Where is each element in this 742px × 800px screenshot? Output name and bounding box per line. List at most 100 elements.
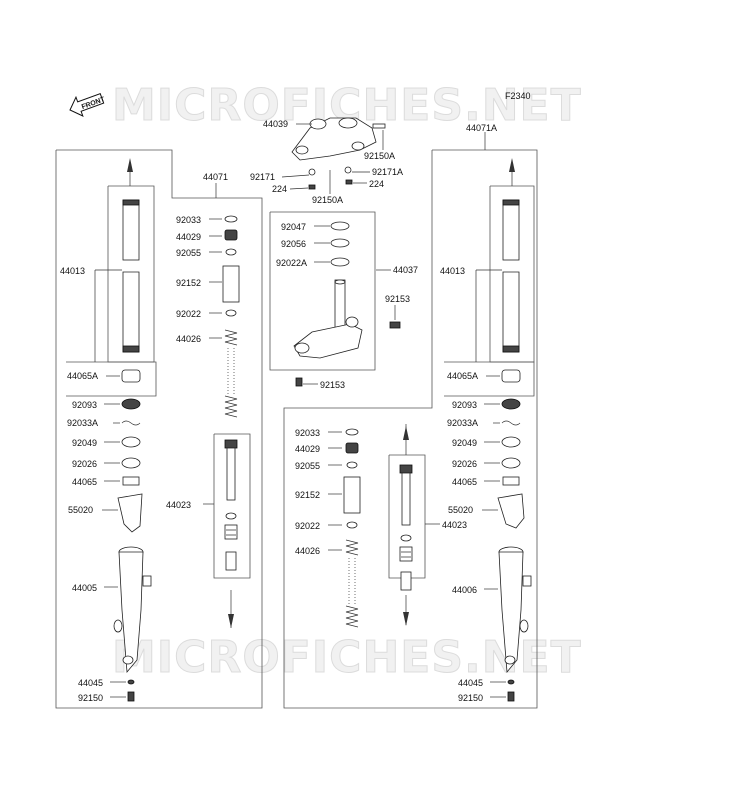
right-cylinder-part (399, 464, 413, 591)
label-l-92033: 92033 (176, 215, 201, 225)
left-clip-part (121, 420, 141, 426)
right-guard-part (497, 493, 525, 529)
right-inner-tube-part (502, 199, 520, 353)
nut-part (308, 184, 316, 190)
left-cylinder-part (224, 439, 238, 571)
stem-cap-part (330, 238, 350, 248)
label-l-44013: 44013 (60, 266, 85, 276)
left-spacer-part (222, 265, 240, 303)
watermark-bottom: MICROFICHES.NET (112, 632, 582, 683)
label-r-44026: 44026 (295, 546, 320, 556)
label-r-92033A: 92033A (447, 418, 478, 428)
label-l-92049: 92049 (72, 438, 97, 448)
label-l-92033A: 92033A (67, 418, 98, 428)
right-cap-part (345, 442, 359, 454)
label-r-92026: 92026 (452, 459, 477, 469)
figure-code: F2340 (505, 91, 531, 101)
label-92153-a: 92153 (385, 294, 410, 304)
left-oilseal-part (121, 436, 141, 448)
label-r-92152: 92152 (295, 490, 320, 500)
right-ring-part (346, 461, 358, 469)
label-r-44045: 44045 (458, 678, 483, 688)
label-l-44029: 44029 (176, 232, 201, 242)
left-gasket-part (127, 679, 135, 685)
label-l-92093: 92093 (72, 400, 97, 410)
left-cap-part (224, 229, 238, 241)
label-92150A-bottom: 92150A (312, 195, 343, 205)
stem-bolt-a-part (389, 321, 401, 329)
label-44071A: 44071A (466, 123, 497, 133)
bolt-part (372, 123, 386, 129)
top-clamp-part (291, 117, 377, 161)
right-spacer-part (343, 476, 361, 514)
label-r-92022: 92022 (295, 521, 320, 531)
label-r-44065A: 44065A (447, 371, 478, 381)
right-oilseal-part (501, 436, 521, 448)
label-44037: 44037 (393, 265, 418, 275)
watermark-top: MICROFICHES.NET (112, 80, 582, 131)
label-r-44006: 44006 (452, 585, 477, 595)
label-92171A: 92171A (372, 167, 403, 177)
label-r-44013: 44013 (440, 266, 465, 276)
label-92056: 92056 (281, 239, 306, 249)
left-outer-tube-part (113, 546, 152, 674)
stem-bolt-b-part (295, 377, 303, 387)
label-92171: 92171 (250, 172, 275, 182)
label-l-92150: 92150 (78, 693, 103, 703)
label-224-a: 224 (272, 184, 287, 194)
washer-part (308, 168, 316, 176)
right-clip-part (501, 420, 521, 426)
right-washer2-part (346, 521, 358, 529)
left-bush-part (122, 476, 140, 486)
stem-washer-part (330, 257, 350, 267)
label-224-b: 224 (369, 179, 384, 189)
label-l-44023: 44023 (166, 500, 191, 510)
steering-stem-part (293, 279, 363, 359)
label-44071: 44071 (203, 172, 228, 182)
label-92150A-top: 92150A (364, 151, 395, 161)
left-seal-part (121, 398, 141, 410)
right-seal-part (501, 398, 521, 410)
label-92022A: 92022A (276, 258, 307, 268)
label-l-44005: 44005 (72, 583, 97, 593)
right-bush-part (502, 476, 520, 486)
label-r-44023: 44023 (442, 520, 467, 530)
label-l-44026: 44026 (176, 334, 201, 344)
label-l-92055: 92055 (176, 248, 201, 258)
right-gasket-part (507, 679, 515, 685)
front-arrow-icon: FRONT (69, 93, 106, 117)
right-oring-part (345, 428, 359, 436)
left-bolt-part (127, 691, 135, 702)
label-r-92049: 92049 (452, 438, 477, 448)
right-guide-part (501, 369, 521, 383)
left-inner-tube-part (122, 199, 140, 353)
label-44039: 44039 (263, 119, 288, 129)
left-ring-part (225, 248, 237, 256)
washer-part-b (344, 166, 352, 174)
label-r-44065: 44065 (452, 477, 477, 487)
label-r-44029: 44029 (295, 444, 320, 454)
left-washer2-part (225, 309, 237, 317)
label-92047: 92047 (281, 222, 306, 232)
nut-part-b (345, 179, 353, 185)
right-bolt-part (507, 691, 515, 702)
stem-nut-part (330, 221, 350, 231)
label-l-44065A: 44065A (67, 371, 98, 381)
label-r-92093: 92093 (452, 400, 477, 410)
right-outer-tube-part (498, 546, 532, 674)
left-guard-part (117, 493, 143, 533)
left-spring-part (224, 329, 238, 418)
right-spring-part (345, 539, 359, 628)
label-r-92033: 92033 (295, 428, 320, 438)
left-oring-part (224, 215, 238, 223)
label-l-92022: 92022 (176, 309, 201, 319)
right-washer-part (501, 457, 521, 469)
label-r-92150: 92150 (458, 693, 483, 703)
label-r-55020: 55020 (448, 505, 473, 515)
label-l-44045: 44045 (78, 678, 103, 688)
label-l-44065: 44065 (72, 477, 97, 487)
label-92153-b: 92153 (320, 380, 345, 390)
label-r-92055: 92055 (295, 461, 320, 471)
left-guide-part (121, 369, 141, 383)
